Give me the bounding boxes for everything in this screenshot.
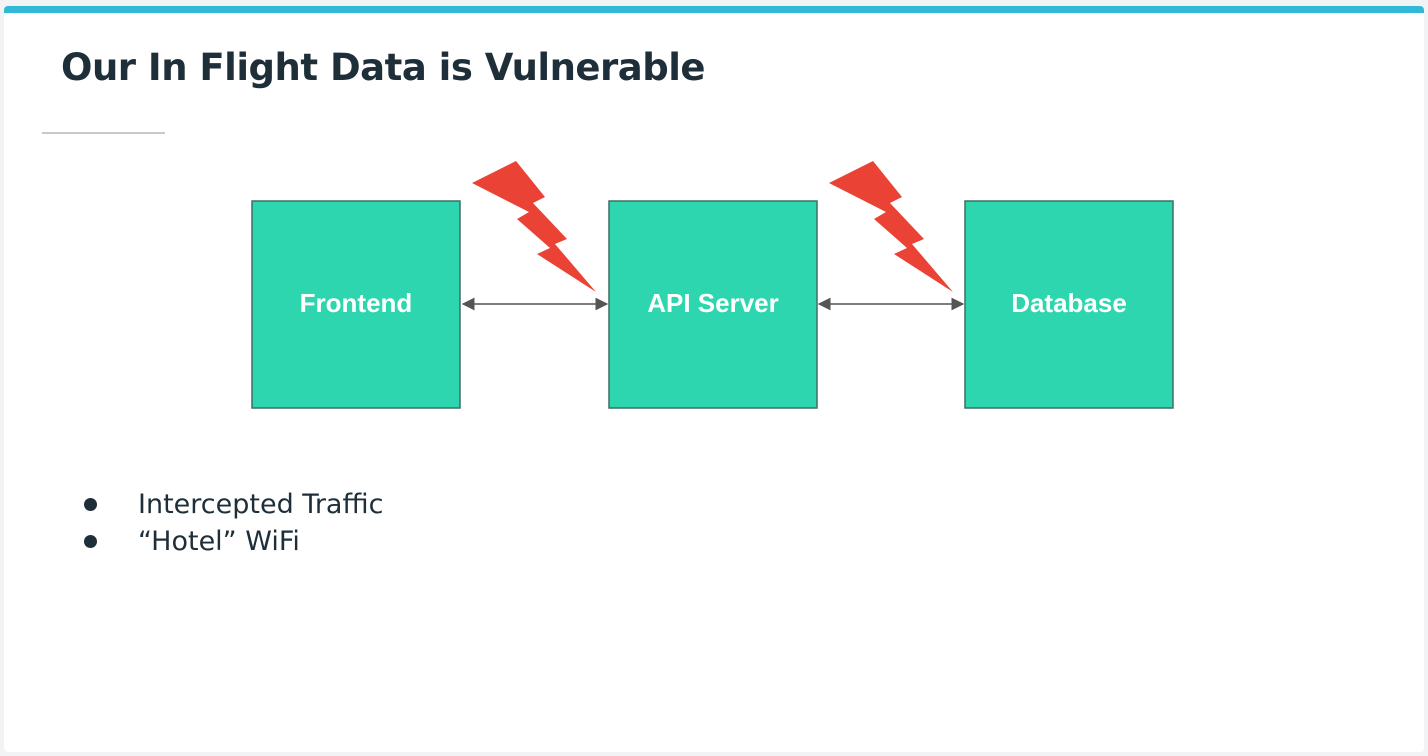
slide: Our In Flight Data is Vulnerable Fronten… <box>4 6 1424 752</box>
node-api-server: API Server <box>608 200 818 409</box>
title-underline-divider <box>42 132 165 134</box>
node-frontend: Frontend <box>251 200 461 409</box>
slide-title: Our In Flight Data is Vulnerable <box>61 46 706 89</box>
accent-top-bar <box>4 6 1424 13</box>
node-database-label: Database <box>1011 288 1127 318</box>
node-database: Database <box>964 200 1174 409</box>
bullet-dot-icon <box>84 498 97 511</box>
architecture-diagram: Frontend API Server Database <box>251 161 1174 409</box>
node-api-server-label: API Server <box>647 288 779 318</box>
bullet-text: “Hotel” WiFi <box>138 526 300 557</box>
bullet-dot-icon <box>84 535 97 548</box>
bullet-text: Intercepted Traffic <box>138 489 384 520</box>
lightning-bolt-icon <box>829 161 953 292</box>
lightning-bolt-icon <box>472 161 596 292</box>
node-frontend-label: Frontend <box>300 288 413 318</box>
